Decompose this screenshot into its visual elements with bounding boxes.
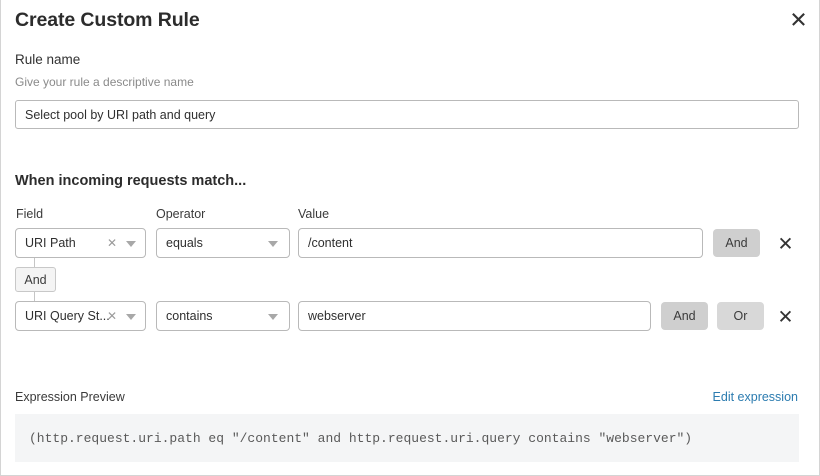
field-select-1[interactable]: URI Path ✕ xyxy=(15,228,146,258)
column-header-field: Field xyxy=(16,207,44,221)
chevron-down-icon xyxy=(126,314,136,320)
and-button-1[interactable]: And xyxy=(713,229,760,257)
clear-icon[interactable]: ✕ xyxy=(106,236,117,250)
rule-name-description: Give your rule a descriptive name xyxy=(15,75,194,89)
delete-condition-2-button[interactable] xyxy=(772,301,798,329)
clear-icon[interactable]: ✕ xyxy=(106,309,117,323)
edit-expression-link[interactable]: Edit expression xyxy=(712,390,798,404)
operator-select-1[interactable]: equals xyxy=(156,228,290,258)
expression-preview-text: (http.request.uri.path eq "/content" and… xyxy=(29,430,693,446)
column-header-operator: Operator xyxy=(156,207,206,221)
group-operator-button[interactable]: And xyxy=(15,267,56,292)
close-icon[interactable] xyxy=(785,5,811,31)
field-select-2-label: URI Query St... xyxy=(25,309,110,323)
operator-select-1-label: equals xyxy=(166,236,203,250)
chevron-down-icon xyxy=(268,314,278,320)
field-select-2[interactable]: URI Query St... ✕ xyxy=(15,301,146,331)
rule-name-input[interactable] xyxy=(15,100,799,129)
rule-name-label: Rule name xyxy=(15,52,81,67)
delete-condition-1-button[interactable] xyxy=(772,228,798,256)
expression-preview-label: Expression Preview xyxy=(15,390,125,404)
operator-select-2[interactable]: contains xyxy=(156,301,290,331)
or-button-2[interactable]: Or xyxy=(717,302,764,330)
condition-row: URI Path ✕ equals And xyxy=(1,228,819,258)
page-title: Create Custom Rule xyxy=(15,9,200,31)
chevron-down-icon xyxy=(268,241,278,247)
field-select-1-label: URI Path xyxy=(25,236,76,250)
expression-preview-box: (http.request.uri.path eq "/content" and… xyxy=(15,414,799,462)
operator-select-2-label: contains xyxy=(166,309,213,323)
column-header-value: Value xyxy=(298,207,330,221)
chevron-down-icon xyxy=(126,241,136,247)
value-input-1[interactable] xyxy=(298,228,703,258)
and-button-2[interactable]: And xyxy=(661,302,708,330)
condition-row: URI Query St... ✕ contains And Or xyxy=(1,301,819,331)
value-input-2[interactable] xyxy=(298,301,651,331)
match-section-heading: When incoming requests match... xyxy=(15,173,247,189)
